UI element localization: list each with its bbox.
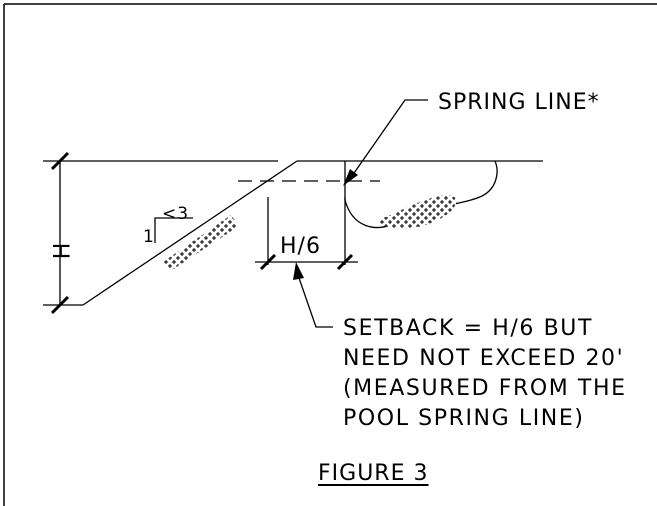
spring-line-leader [351, 99, 428, 177]
setback-leader [298, 277, 333, 328]
slope-ratio-triangle [154, 217, 193, 243]
slope-hatch [163, 215, 239, 270]
slope-face-line [82, 160, 298, 306]
height-label: H [50, 241, 76, 260]
slope-vertical-label: 1 [143, 227, 155, 247]
slope-horizontal-label: <3 [162, 204, 190, 224]
setback-dimension-label: H/6 [280, 234, 321, 259]
spring-line-arrowhead [343, 169, 358, 186]
setback-note-line: POOL SPRING LINE) [343, 406, 585, 431]
spring-line-label: SPRING LINE* [438, 90, 600, 115]
pool-hatch [378, 195, 457, 229]
setback-note: SETBACK = H/6 BUT NEED NOT EXCEED 20' (M… [343, 314, 627, 434]
setback-tick-right [336, 253, 354, 271]
height-tick-top [50, 151, 70, 171]
height-tick-bottom [50, 295, 70, 315]
setback-tick-left [259, 253, 277, 271]
setback-note-line: (MEASURED FROM THE [343, 376, 627, 401]
setback-note-line: SETBACK = H/6 BUT [343, 316, 594, 341]
setback-note-line: NEED NOT EXCEED 20' [343, 346, 625, 371]
figure-title: FIGURE 3 [318, 461, 429, 486]
setback-arrowhead [293, 262, 304, 280]
